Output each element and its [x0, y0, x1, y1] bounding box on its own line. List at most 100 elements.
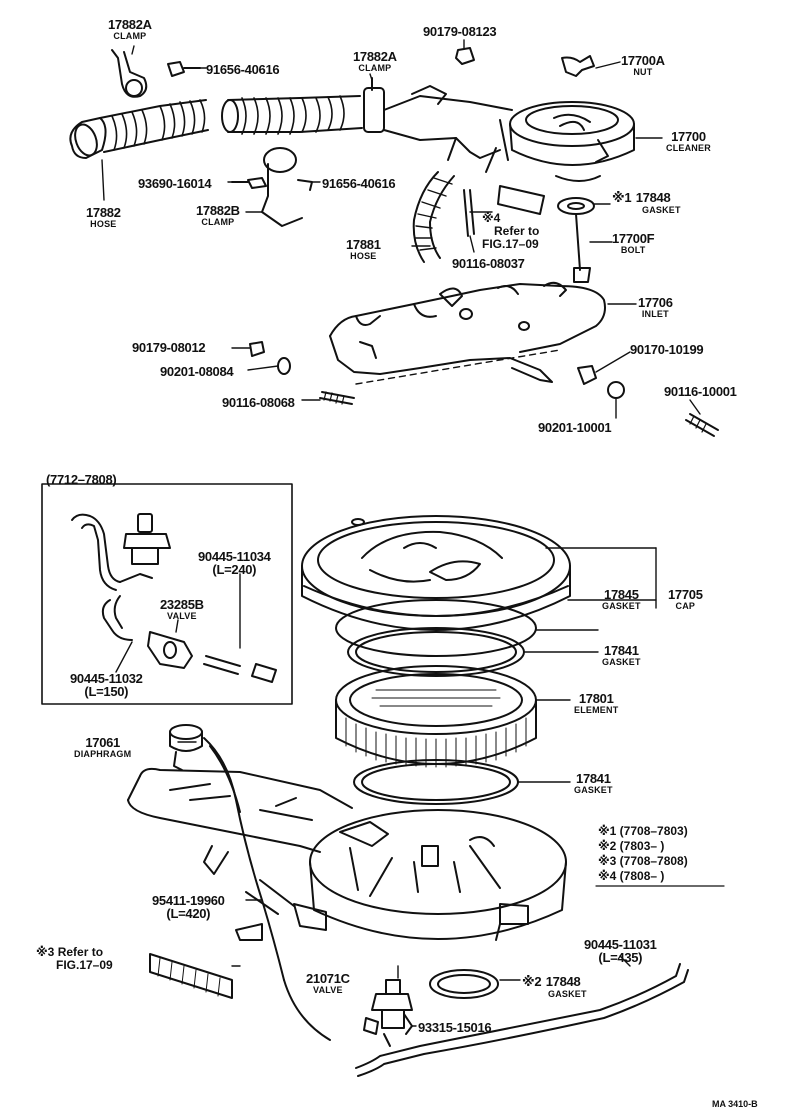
diaphragm-17061-shape	[169, 724, 331, 1041]
part-number: 17848	[545, 974, 581, 989]
nut-90179-08123-shape	[455, 47, 475, 65]
part-number: 93315-15016	[418, 1020, 492, 1035]
part-number: 17882B	[196, 203, 240, 218]
drawing-code: MA 3410-B	[712, 1099, 758, 1109]
part-name: CLEANER	[666, 143, 711, 153]
label-90179-08012: 90179-08012	[132, 340, 206, 356]
label-90445-11032: 90445-11032 (L=150)	[70, 672, 143, 698]
label-17882: 17882 HOSE	[86, 206, 121, 229]
part-name: NUT	[633, 67, 653, 77]
valve-21071c-shape	[363, 979, 413, 1047]
part-name: BOLT	[620, 245, 646, 255]
serial-range: (7712–7808)	[46, 472, 117, 487]
part-name: GASKET	[642, 205, 681, 215]
part-name: ELEMENT	[574, 705, 619, 715]
legend-item: ※4 (7808– )	[598, 869, 665, 883]
cap-17705-shape	[301, 515, 571, 631]
part-number: 17801	[578, 691, 614, 706]
legend-item: ※2 (7803– )	[598, 839, 665, 853]
part-length: (L=420)	[166, 906, 211, 921]
part-number: 90445-11032	[70, 671, 143, 686]
part-number: 91656-40616	[322, 176, 396, 191]
label-90201-10001: 90201-10001	[538, 420, 612, 436]
part-name: CAP	[675, 601, 696, 611]
label-90116-08037: 90116-08037	[452, 256, 525, 272]
label-91656-40616-a: 91656-40616	[206, 62, 280, 78]
refer-text: Refer to	[494, 224, 540, 239]
refer-figure: FIG.17–09	[56, 958, 113, 973]
part-number: 90201-08084	[160, 364, 234, 379]
part-number: 17706	[638, 295, 673, 310]
label-17848-bottom: ※2 17848 GASKET	[522, 974, 587, 999]
label-91656-40616-b: 91656-40616	[322, 176, 396, 192]
label-90445-11031: 90445-11031 (L=435)	[584, 938, 657, 964]
footnote-legend: ※1 (7708–7803) ※2 (7803– ) ※3 (7708–7808…	[598, 824, 688, 884]
hose-17882-shape	[69, 99, 209, 159]
label-17705: 17705 CAP	[668, 588, 703, 611]
part-number: 90170-10199	[630, 342, 704, 357]
part-number: 21071C	[306, 971, 350, 986]
legend-item: ※1 (7708–7803)	[598, 824, 688, 838]
part-number: 17848	[635, 190, 671, 205]
leader-lines-top	[101, 39, 701, 419]
part-name: GASKET	[602, 601, 641, 611]
air-cleaner-17700-shape	[383, 85, 635, 182]
part-number: 23285B	[160, 597, 204, 612]
part-number: 90116-08037	[452, 256, 525, 271]
label-93315-15016: 93315-15016	[418, 1020, 492, 1036]
label-17801: 17801 ELEMENT	[574, 692, 618, 715]
part-number: 90116-10001	[664, 384, 737, 399]
part-number: 90179-08012	[132, 340, 206, 355]
label-17882a-top: 17882A CLAMP	[108, 18, 152, 41]
part-name: DIAPHRAGM	[74, 749, 132, 759]
footnote-mark: ※2	[522, 974, 542, 989]
refer-text: Refer to	[57, 945, 104, 959]
label-90170-10199: 90170-10199	[630, 342, 704, 358]
hose-17881-shape	[412, 171, 455, 263]
label-95411-19960: 95411-19960 (L=420)	[152, 894, 225, 920]
refer-figure: FIG.17–09	[482, 237, 539, 252]
part-name: GASKET	[574, 785, 613, 795]
part-number: 95411-19960	[152, 893, 225, 908]
label-21071c: 21071C VALVE	[306, 972, 350, 995]
part-number: 17705	[668, 587, 703, 602]
part-name: VALVE	[167, 611, 197, 621]
part-name: INLET	[641, 309, 669, 319]
part-name: HOSE	[350, 251, 377, 261]
inset-box-outline	[41, 483, 293, 705]
hose-90445-11031-shape	[355, 963, 689, 1077]
part-number: 17700A	[621, 53, 665, 68]
part-number: 17061	[85, 735, 120, 750]
inset-valve-assembly-shape	[71, 513, 277, 683]
part-number: 17700	[671, 129, 706, 144]
part-name: VALVE	[313, 985, 343, 995]
part-number: 90445-11031	[584, 937, 657, 952]
label-17848-top: ※1 17848 GASKET	[612, 190, 681, 215]
label-90445-11034: 90445-11034 (L=240)	[198, 550, 271, 576]
label-17700f: 17700F BOLT	[612, 232, 655, 255]
label-90179-08123: 90179-08123	[423, 24, 497, 40]
label-17700a: 17700A NUT	[621, 54, 665, 77]
part-number: 17882A	[108, 17, 152, 32]
label-17700: 17700 CLEANER	[666, 130, 711, 153]
part-number: 93690-16014	[138, 176, 212, 191]
part-number: 91656-40616	[206, 62, 280, 77]
element-17801-shape	[335, 665, 537, 768]
part-length: (L=240)	[212, 562, 257, 577]
part-number: 17841	[576, 771, 611, 786]
label-17881: 17881 HOSE	[346, 238, 381, 261]
gasket-17845-shape	[335, 599, 537, 657]
clamp-17882a-top-shape	[111, 49, 148, 98]
leader-lines-inset	[115, 619, 179, 673]
label-17841-a: 17841 GASKET	[602, 644, 641, 667]
part-number: 17882	[86, 205, 121, 220]
label-93690-16014: 93690-16014	[138, 176, 212, 192]
wing-nut-17700a-shape	[561, 55, 595, 77]
part-number: 90179-08123	[423, 24, 497, 39]
label-23285b: 23285B VALVE	[160, 598, 204, 621]
part-length: (L=435)	[598, 950, 643, 965]
element-pleats	[345, 717, 527, 768]
gasket-17841-a-shape	[347, 627, 525, 677]
